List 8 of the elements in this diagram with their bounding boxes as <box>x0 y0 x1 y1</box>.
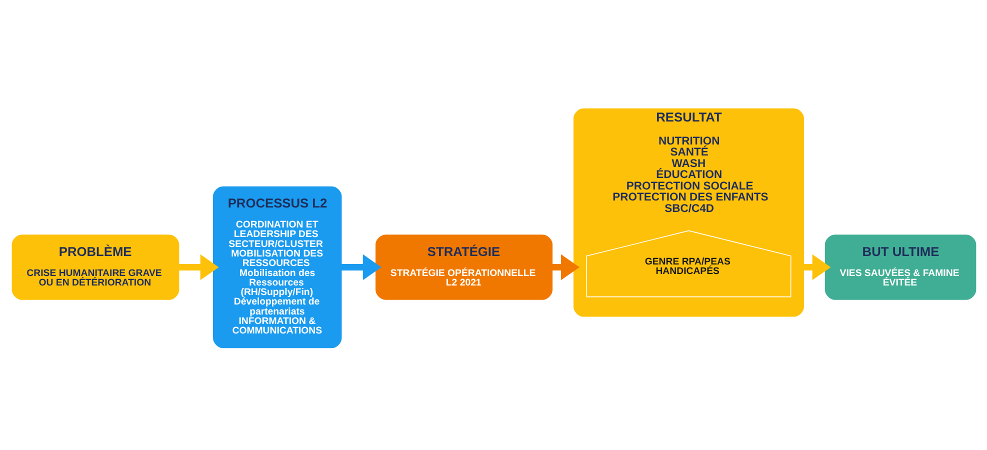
arrow <box>803 254 830 280</box>
node-box: PROCESSUS L2 CORDINATION ET LEADERSHIP DES SECTEUR/CLUSTER MOBILISATION DES RESSOURCES Mobilisation des Ressources (RH/Supply/Fin) Développement de partenariats INFORMATION & COMMUNICATIONS <box>212 186 342 348</box>
node-box: STRATÉGIE STRATÉGIE OPÉRATIONNELLE L2 2021 <box>375 234 552 300</box>
node-box: PROBLÈME CRISE HUMANITAIRE GRAVE OU EN DÉTÉRIORATION <box>11 234 179 300</box>
arrow <box>178 254 218 280</box>
node-box: BUT ULTIME VIES SAUVÉES & FAMINE ÉVITÉE <box>824 234 976 300</box>
arrow <box>552 254 579 280</box>
arrow <box>340 254 381 280</box>
